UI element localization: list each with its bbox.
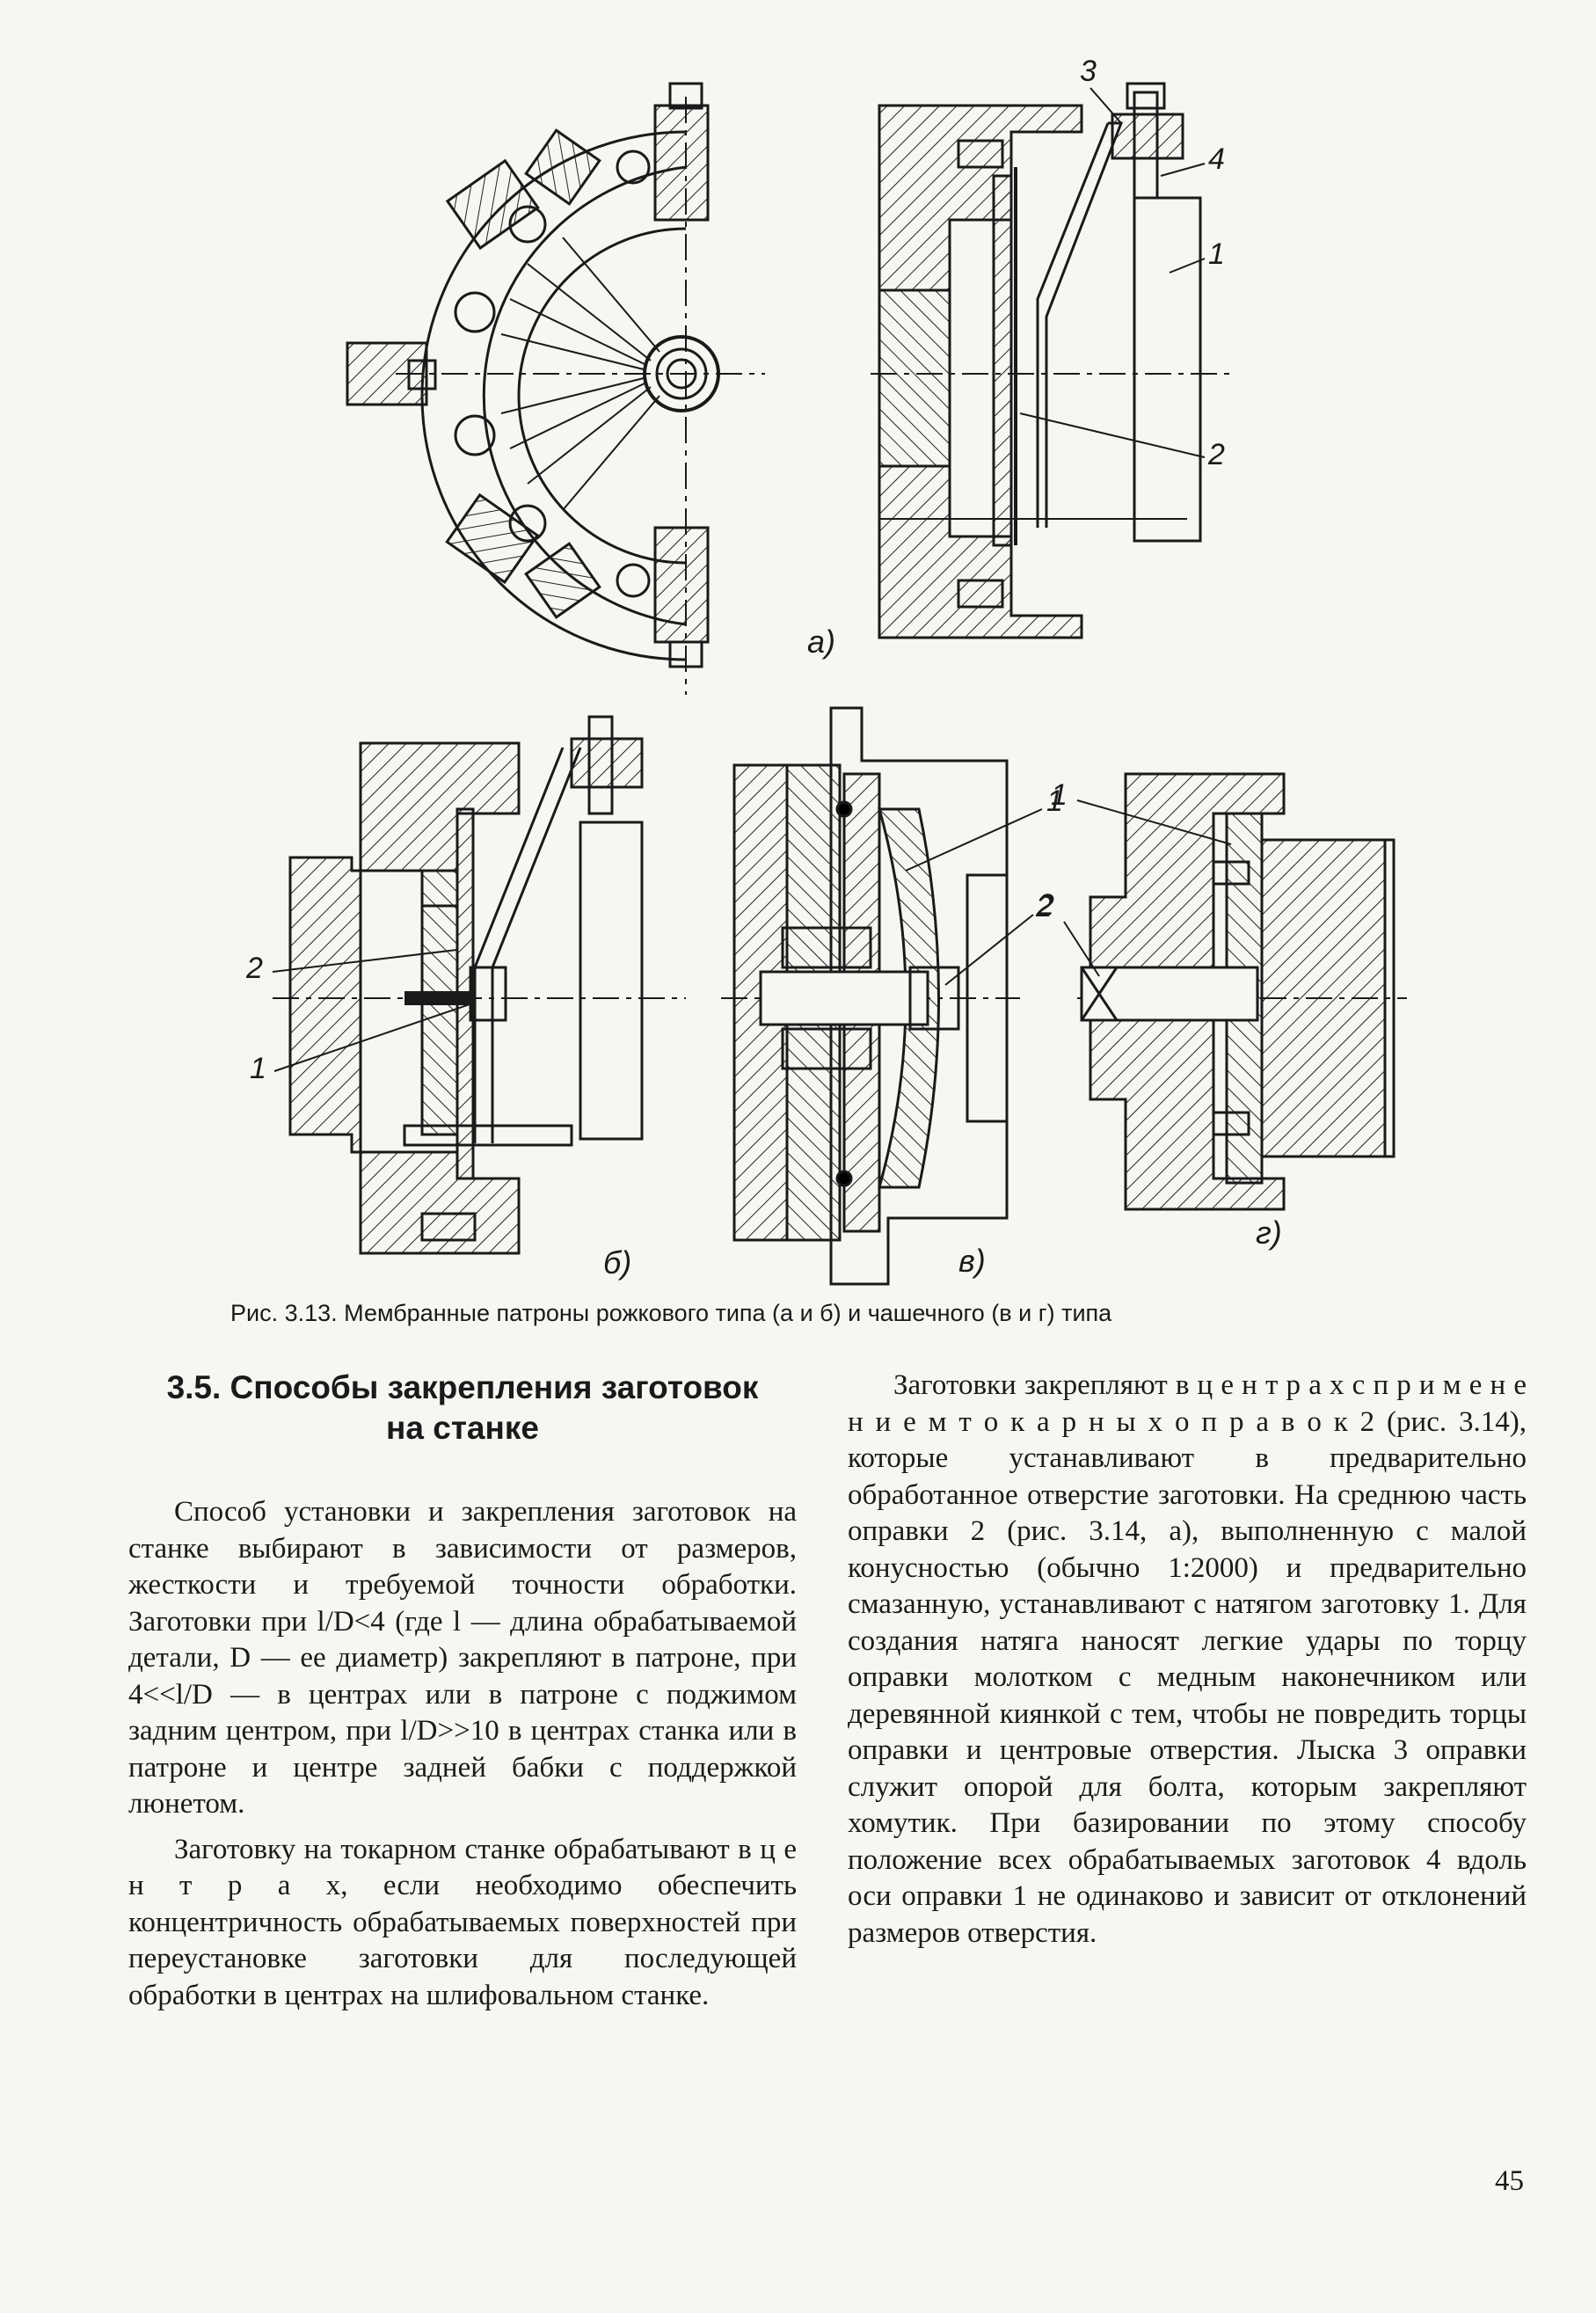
part-label-v-1: 1 bbox=[1046, 784, 1063, 818]
section-title-line1: 3.5. Способы закрепления заготовок bbox=[166, 1369, 759, 1405]
section-title-line2: на станке bbox=[386, 1410, 539, 1446]
part-label-2: 2 bbox=[1207, 438, 1225, 471]
part-label-g-2: 2 bbox=[1037, 888, 1054, 922]
section-title: 3.5. Способы закрепления заготовок на ст… bbox=[128, 1368, 797, 1448]
part-label-1: 1 bbox=[1208, 237, 1225, 271]
panel-label-b: б) bbox=[603, 1244, 631, 1281]
panel-v-section-view bbox=[721, 706, 1020, 1286]
leader-lines-a bbox=[1019, 87, 1206, 458]
panel-a-section-view bbox=[871, 82, 1231, 639]
part-label-g-1: 1 bbox=[1051, 778, 1068, 812]
part-label-b-1: 1 bbox=[250, 1052, 266, 1085]
leader-lines-v bbox=[905, 808, 1043, 986]
panel-label-a: а) bbox=[807, 624, 835, 660]
left-column: 3.5. Способы закрепления заготовок на ст… bbox=[128, 1368, 797, 2014]
left-paragraph-1: Способ установки и закрепления заготовок… bbox=[128, 1496, 797, 1820]
figure-3-13: а) 3 4 1 2 bbox=[245, 55, 1407, 1286]
panel-b-section-view bbox=[273, 715, 686, 1255]
page-number: 45 bbox=[1495, 2165, 1524, 2197]
part-label-4: 4 bbox=[1208, 142, 1225, 176]
panel-label-g: г) bbox=[1256, 1215, 1282, 1251]
leader-lines-b bbox=[272, 949, 476, 1072]
left-paragraph-2: Заготовку на токарном станке обрабатываю… bbox=[128, 1833, 797, 2011]
leader-lines-g bbox=[1063, 799, 1232, 977]
panel-a-front-view bbox=[346, 82, 765, 695]
part-label-3: 3 bbox=[1080, 55, 1097, 88]
panel-label-v: в) bbox=[958, 1243, 986, 1279]
part-label-v-2: 2 bbox=[1035, 890, 1053, 923]
right-column: Заготовки закрепляют в ц е н т р а х с п… bbox=[848, 1368, 1527, 1952]
panel-g-section-view bbox=[1077, 772, 1407, 1211]
figure-caption: Рис. 3.13. Мембранные патроны рожкового … bbox=[230, 1300, 1112, 1326]
right-paragraph-1: Заготовки закрепляют в ц е н т р а х с п… bbox=[848, 1369, 1527, 1949]
part-label-b-2: 2 bbox=[245, 952, 263, 985]
